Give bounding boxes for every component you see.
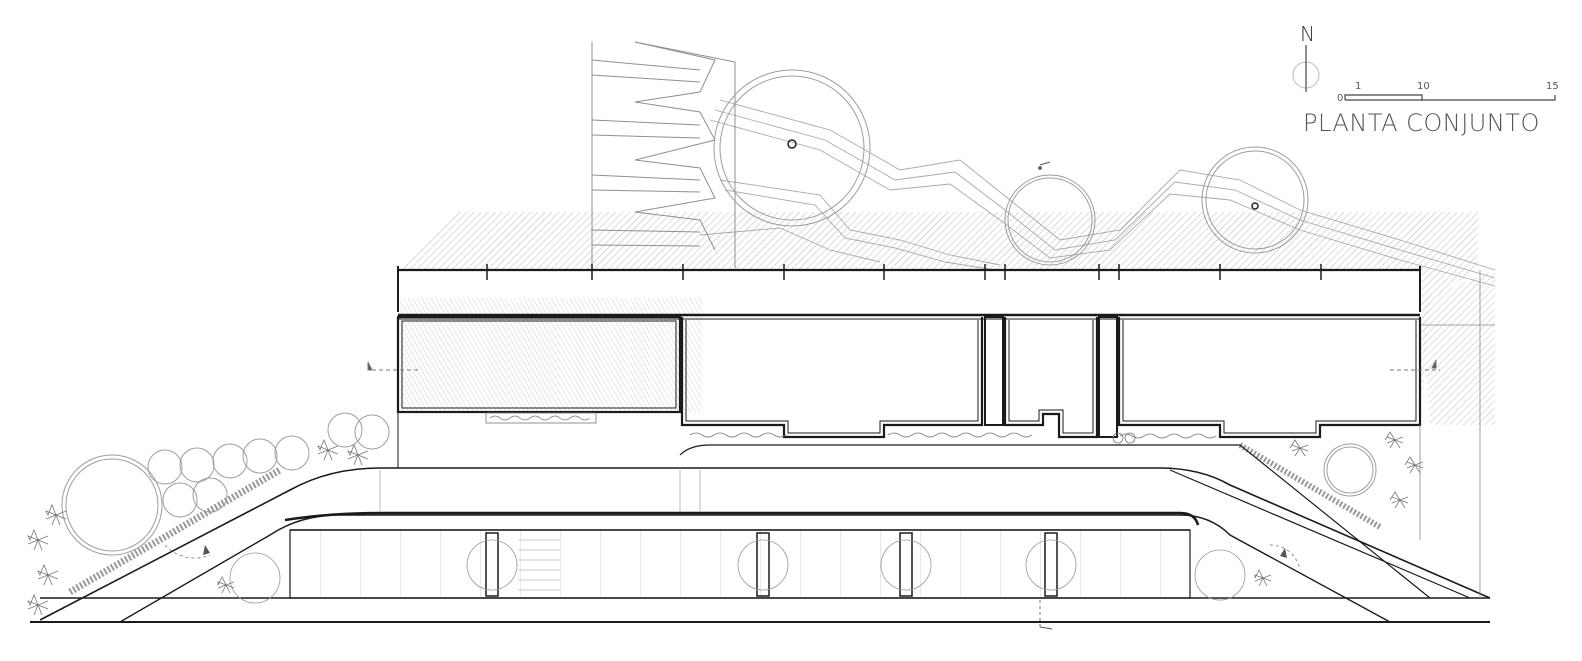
- amphitheater-steps: [591, 41, 736, 268]
- covered-terrace: [229, 470, 1246, 604]
- arrow-markers: [203, 545, 1287, 558]
- scale-label-1: 1: [1355, 81, 1362, 92]
- scale-bar: [1344, 94, 1556, 101]
- scale-label-10: 10: [1417, 81, 1430, 92]
- building-plan: [396, 264, 1422, 468]
- scale-label-0: 0: [1337, 93, 1344, 104]
- planter-strips: [485, 412, 1382, 530]
- north-label: N: [1300, 22, 1315, 46]
- section-markers: [367, 161, 1440, 630]
- planter-strip-west: [68, 466, 282, 596]
- trees-west: [61, 412, 1377, 556]
- property-lines: [1419, 270, 1495, 598]
- scale-label-15: 15: [1546, 81, 1559, 92]
- entry-markers: [164, 544, 1301, 571]
- north-arrow: [1292, 45, 1320, 92]
- trees-north: [713, 69, 1309, 266]
- road-curves: [30, 444, 1491, 623]
- plan-title: PLANTA CONJUNTO: [1303, 109, 1540, 137]
